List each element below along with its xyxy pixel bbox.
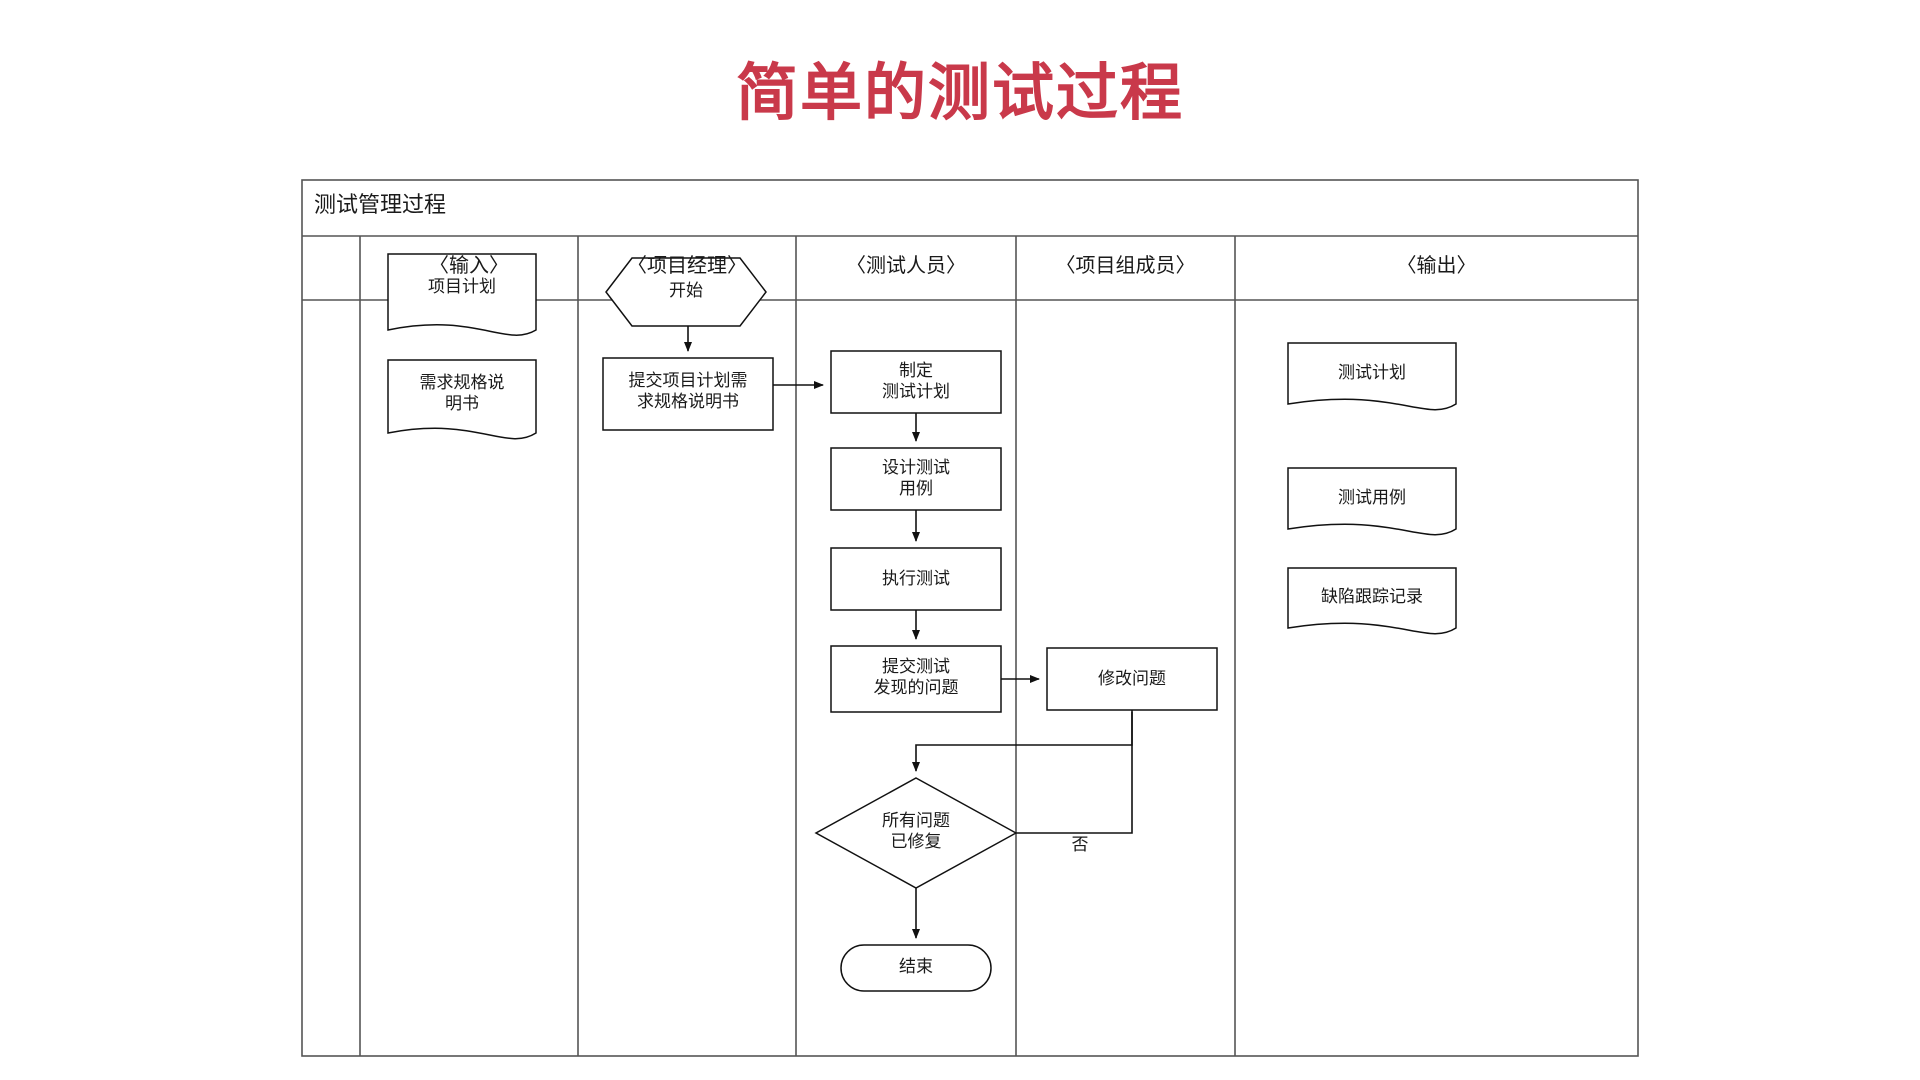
fix-issues-shape <box>1046 647 1218 711</box>
doc-test-plan-shape <box>1287 342 1457 411</box>
lane-separators <box>359 236 1236 1056</box>
edge-decision-no-to-fix <box>1016 712 1133 834</box>
diagram-canvas <box>301 179 1639 1057</box>
edge-fix-to-decision <box>912 710 1133 772</box>
all-issues-fixed-shape <box>814 777 1018 889</box>
submit-found-issues-shape <box>830 645 1002 713</box>
doc-project-plan-shape <box>387 253 537 336</box>
swimlane-diagram: 测试管理过程 〈输入〉 〈项目经理〉 〈测试人员〉 〈项目组成员〉 〈输出〉 项… <box>300 178 1640 1058</box>
doc-test-cases-shape <box>1287 467 1457 536</box>
execute-test-shape <box>830 547 1002 611</box>
end-shape <box>840 944 992 992</box>
submit-plan-and-spec-shape <box>602 357 774 431</box>
doc-requirements-spec-shape <box>387 359 537 440</box>
doc-defect-log-shape <box>1287 567 1457 635</box>
design-test-cases-shape <box>830 447 1002 511</box>
start-shape <box>605 257 767 327</box>
page-title: 简单的测试过程 <box>735 56 1184 129</box>
make-test-plan-shape <box>830 350 1002 414</box>
